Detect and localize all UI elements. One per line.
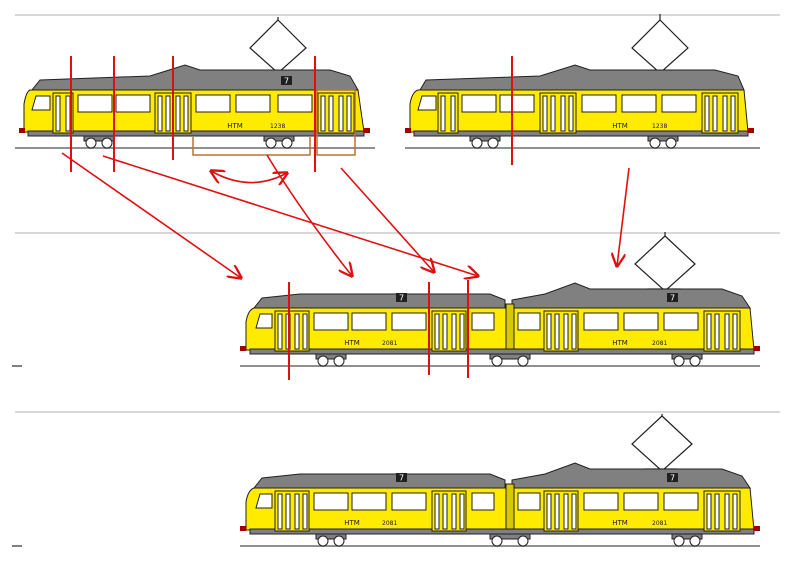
route-box <box>667 473 678 482</box>
coupler-rear <box>754 346 760 351</box>
articulation-joint <box>505 303 515 351</box>
route-number: 7 <box>284 77 289 86</box>
windscreen <box>255 493 273 509</box>
operator-label: HTM <box>612 519 628 527</box>
operator-label: HTM <box>227 122 243 130</box>
swap-arrow <box>211 171 287 183</box>
operator-label: HTM <box>344 519 360 527</box>
fleet-number: 2081 <box>652 340 667 347</box>
route-box <box>396 293 407 302</box>
underframe <box>249 528 755 535</box>
coupler-rear <box>748 128 754 133</box>
route-box <box>396 473 407 482</box>
tram-single-original: 7 HTM 1238 <box>15 17 375 149</box>
fleet-number: 1238 <box>270 123 285 130</box>
pantograph <box>634 232 696 293</box>
operator-label: HTM <box>612 339 628 347</box>
roof <box>419 64 745 91</box>
fleet-number: 2081 <box>652 520 667 527</box>
pantograph <box>631 14 689 75</box>
operator-label: HTM <box>612 122 628 130</box>
fleet-number: 2081 <box>382 340 397 347</box>
operator-label: HTM <box>344 339 360 347</box>
coupler-front <box>405 128 411 133</box>
cut-bracket <box>192 89 356 156</box>
roof <box>252 473 506 489</box>
bogie <box>469 135 679 149</box>
tram-body <box>409 89 749 133</box>
route-number: 7 <box>399 474 404 483</box>
route-box <box>667 293 678 302</box>
coupler-rear <box>364 128 370 133</box>
fleet-number: 2081 <box>382 520 397 527</box>
coupler-front <box>240 526 246 531</box>
roof <box>511 462 751 489</box>
tram-articulated-result: 7 7 HTM 2081 HTM 2081 <box>240 414 760 547</box>
route-number: 7 <box>399 294 404 303</box>
door-set <box>437 92 739 134</box>
cut-lines <box>70 56 513 380</box>
underframe <box>413 130 749 137</box>
window-row <box>313 492 699 511</box>
tram-single-donor: HTM 1238 <box>405 14 760 149</box>
coupler-rear <box>754 526 760 531</box>
windscreen <box>31 95 51 111</box>
door-set <box>274 490 741 532</box>
coupler-front <box>240 346 246 351</box>
tram-body <box>23 89 365 133</box>
window-row <box>313 312 699 331</box>
coupler-front <box>19 128 25 133</box>
pantograph <box>631 414 693 473</box>
pantograph <box>249 17 307 75</box>
bogie <box>83 135 295 149</box>
section-dividers <box>15 14 780 413</box>
windscreen <box>255 313 273 329</box>
window-row <box>77 94 313 113</box>
tram-articulated-assembly: 7 7 HTM 2081 HTM 2081 <box>240 232 760 367</box>
transfer-arrows <box>61 152 630 278</box>
arrow <box>102 155 478 276</box>
articulation-joint <box>505 483 515 531</box>
door-set <box>274 310 741 352</box>
underframe <box>27 130 365 137</box>
underframe <box>249 348 755 355</box>
arrow <box>617 167 630 266</box>
bogie <box>315 353 703 367</box>
route-number: 7 <box>670 474 675 483</box>
arrow <box>61 152 241 278</box>
fleet-number: 1238 <box>652 123 667 130</box>
bogie <box>315 533 703 547</box>
window-row <box>461 94 697 113</box>
windscreen <box>417 95 437 111</box>
arrow <box>266 154 352 276</box>
route-number: 7 <box>670 294 675 303</box>
roof <box>30 64 359 91</box>
arrow <box>340 167 434 272</box>
route-box <box>281 76 292 85</box>
roof <box>511 282 751 309</box>
